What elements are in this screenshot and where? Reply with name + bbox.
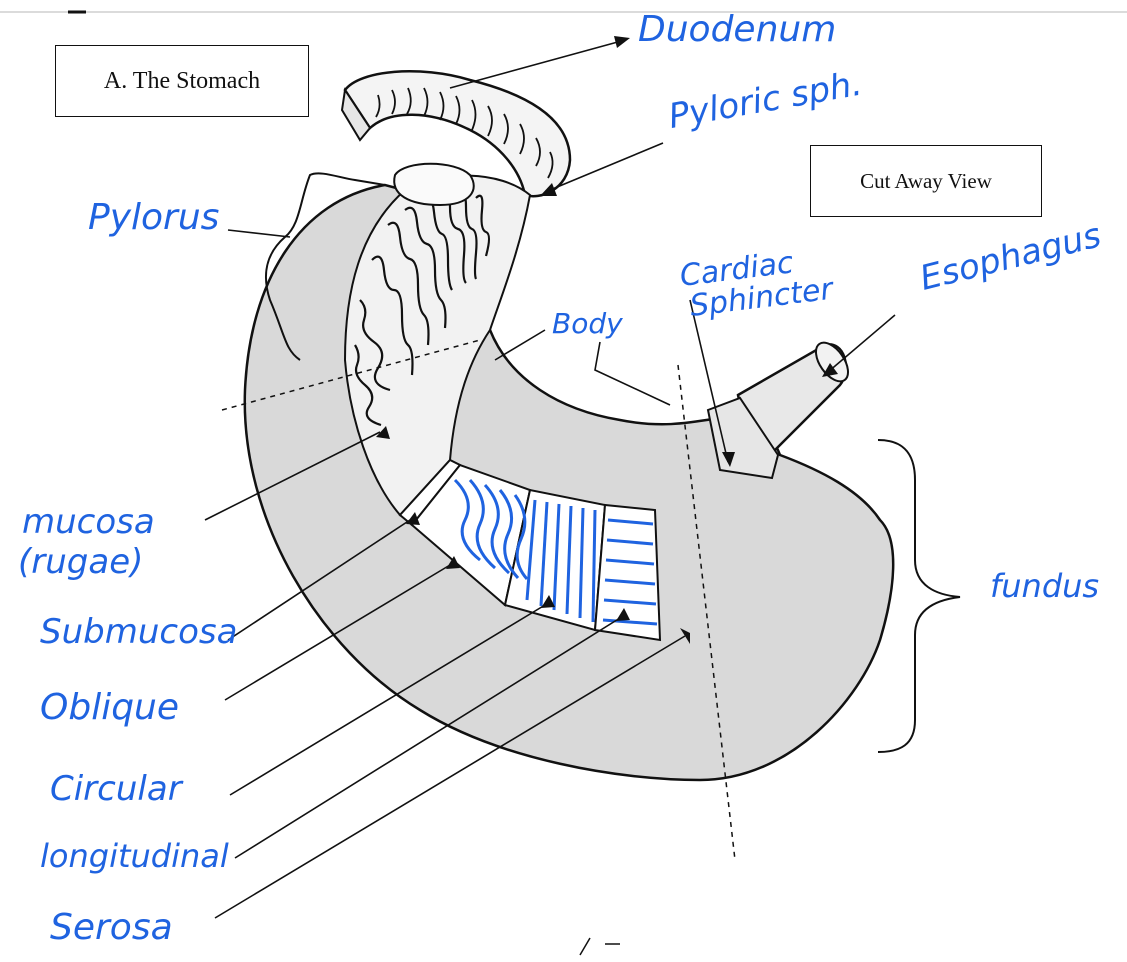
fundus-label: fundus	[990, 570, 1099, 602]
view-label-box: Cut Away View	[810, 145, 1042, 217]
oblique-label: Oblique	[40, 690, 179, 726]
mucosa-label: mucosa	[22, 505, 155, 539]
pylorus-label: Pylorus	[88, 200, 219, 236]
view-label: Cut Away View	[860, 169, 992, 194]
longitudinal-label: longitudinal	[40, 840, 229, 872]
title-box: A. The Stomach	[55, 45, 309, 117]
duodenum-label: Duodenum	[638, 12, 836, 48]
submucosa-label: Submucosa	[40, 615, 237, 649]
body-label: Body	[552, 310, 623, 338]
stray-marks	[580, 938, 620, 955]
pyloric-sphincter-ring	[394, 164, 474, 205]
circular-label: Circular	[50, 772, 182, 806]
rugae-label: (rugae)	[18, 545, 143, 579]
stomach-outline	[245, 185, 893, 780]
serosa-label: Serosa	[50, 910, 173, 946]
page-title: A. The Stomach	[104, 68, 260, 95]
